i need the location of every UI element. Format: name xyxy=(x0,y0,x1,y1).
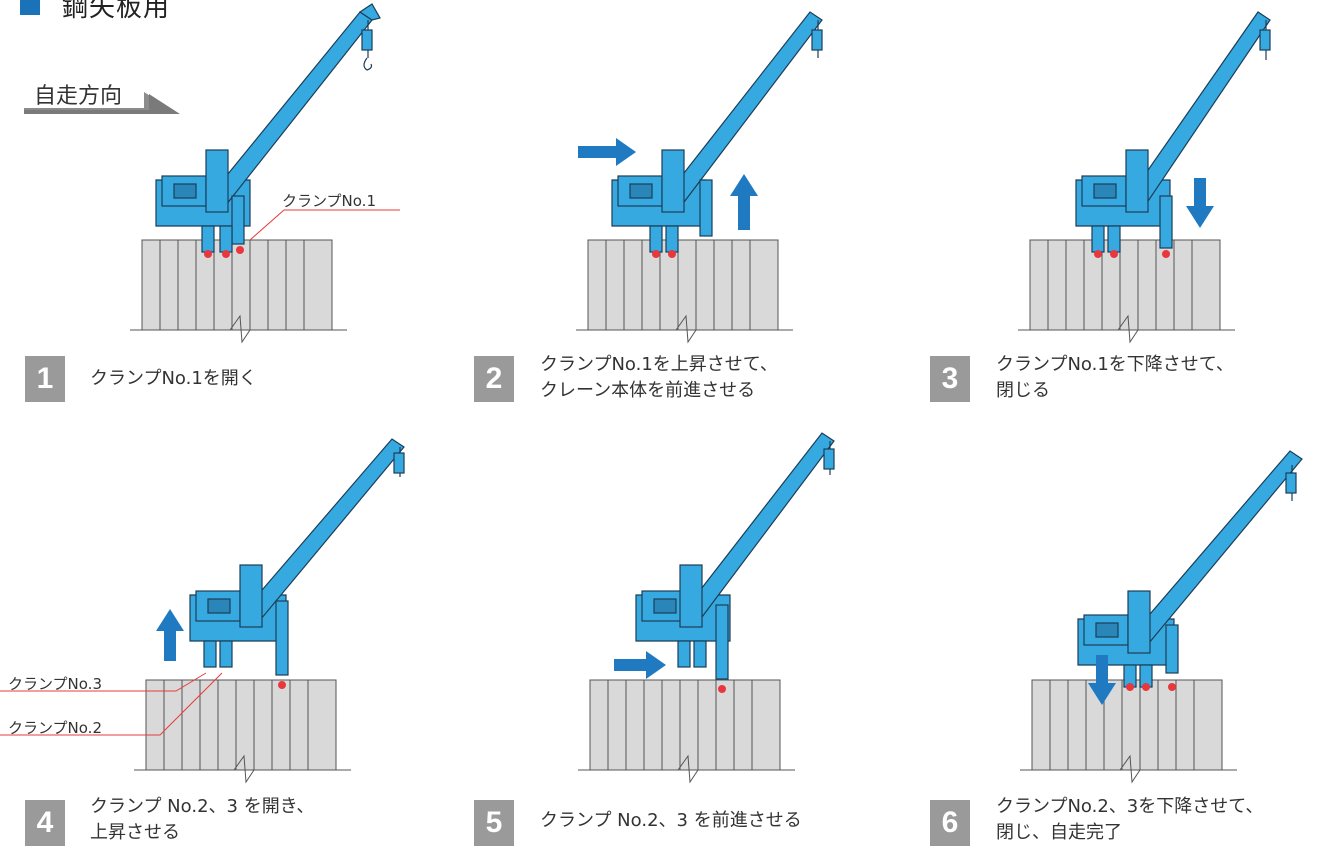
step-6-text: クランプNo.2、3を下降させて、 閉じ、自走完了 xyxy=(996,794,1263,846)
step-4-line1: クランプ No.2、3 を開き、 xyxy=(90,796,315,817)
down-arrow-icon xyxy=(1186,178,1214,228)
step-1-panel: クランプNo.1 xyxy=(110,0,530,344)
step-5-line1: クランプ No.2、3 を前進させる xyxy=(540,810,802,831)
step-4-diagram xyxy=(0,438,405,784)
step-3-panel xyxy=(990,0,1331,344)
step-2-text: クランプNo.1を上昇させて、 クレーン本体を前進させる xyxy=(540,352,778,404)
direction-label: 自走方向 xyxy=(34,84,123,109)
step-2-line2: クレーン本体を前進させる xyxy=(540,380,756,401)
step-1-diagram xyxy=(130,3,400,344)
forward-arrow-icon xyxy=(614,651,666,679)
step-2-badge: 2 xyxy=(474,356,514,402)
step-6-line1: クランプNo.2、3を下降させて、 xyxy=(996,796,1264,817)
clamp1-label: クランプNo.1 xyxy=(282,192,376,210)
step-4-badge: 4 xyxy=(25,800,65,846)
step-6-diagram xyxy=(1020,450,1303,784)
step-4-text: クランプ No.2、3 を開き、 上昇させる xyxy=(90,794,314,846)
step-5-diagram xyxy=(578,432,835,784)
step-6-line2: 閉じ、自走完了 xyxy=(996,822,1122,843)
up-arrow-icon xyxy=(156,609,184,661)
direction-arrow-icon xyxy=(24,92,180,114)
down-arrow-icon xyxy=(1088,655,1116,705)
crane xyxy=(155,3,381,253)
step-5-badge: 5 xyxy=(474,800,514,846)
direction-indicator: 自走方向 xyxy=(24,80,184,120)
forward-arrow-icon xyxy=(578,138,636,166)
step-3-diagram xyxy=(1018,11,1271,344)
step-3-line2: 閉じる xyxy=(996,380,1050,401)
page-title: 鋼矢板用 xyxy=(20,0,171,23)
clamp2-label: クランプNo.2 xyxy=(8,719,102,737)
title-square-icon xyxy=(20,0,40,15)
step-3-line1: クランプNo.1を下降させて、 xyxy=(996,354,1234,375)
clamp3-label: クランプNo.3 xyxy=(8,675,102,693)
step-3-text: クランプNo.1を下降させて、 閉じる xyxy=(996,352,1234,404)
step-2-line1: クランプNo.1を上昇させて、 xyxy=(540,354,778,375)
step-5-panel xyxy=(560,425,980,784)
step-2-diagram xyxy=(576,11,823,344)
step-6-panel xyxy=(990,425,1331,784)
step-5-text: クランプ No.2、3 を前進させる xyxy=(540,808,802,834)
step-2-panel xyxy=(560,0,980,344)
step-6-badge: 6 xyxy=(930,800,970,846)
up-arrow-icon xyxy=(730,174,758,230)
step-1-line1: クランプNo.1を開く xyxy=(90,368,257,389)
sheet-pile-wall xyxy=(130,239,347,344)
step-4-line2: 上昇させる xyxy=(90,822,180,843)
step-1-badge: 1 xyxy=(25,356,65,402)
step-4-panel: クランプNo.3 クランプNo.2 xyxy=(0,425,420,784)
step-1-text: クランプNo.1を開く xyxy=(90,366,257,392)
title-text: 鋼矢板用 xyxy=(62,0,171,23)
step-3-badge: 3 xyxy=(930,356,970,402)
